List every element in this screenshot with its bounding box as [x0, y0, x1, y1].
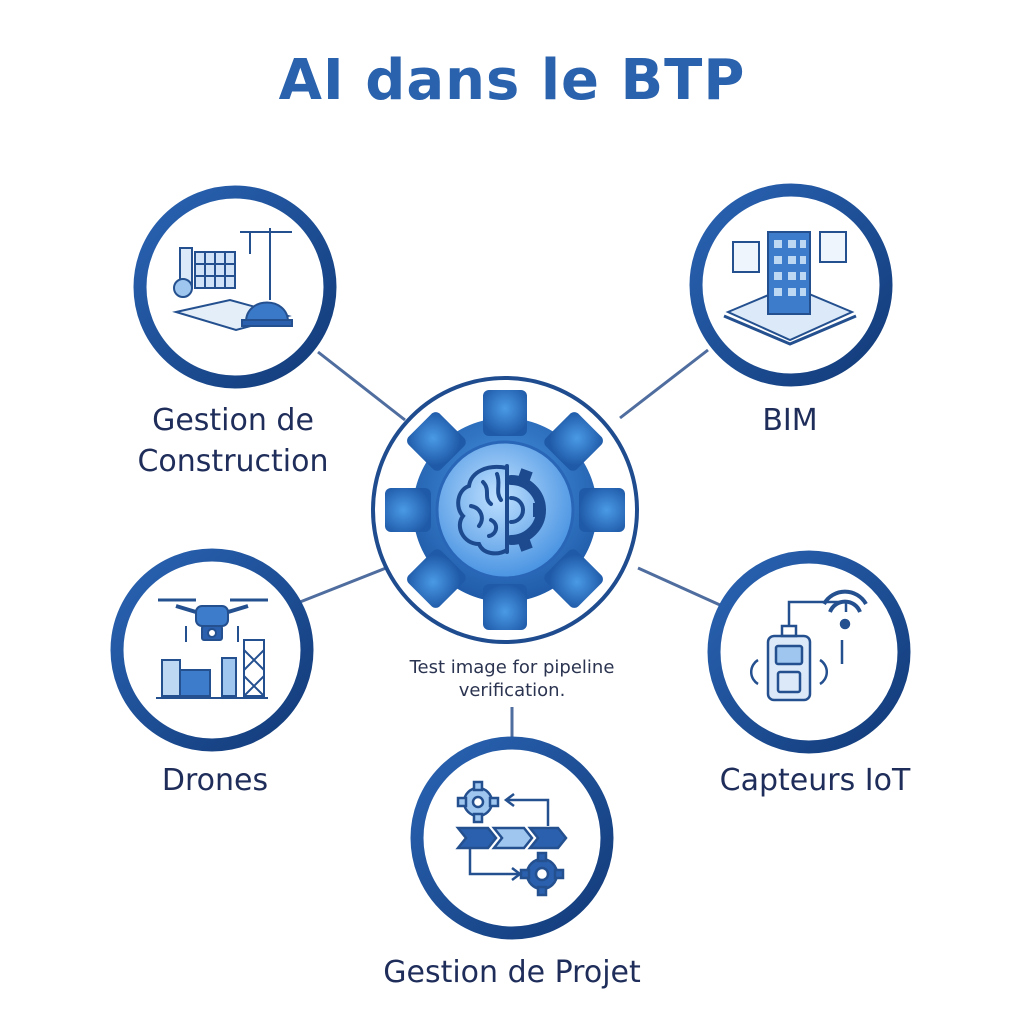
node-iot: [707, 550, 911, 754]
label-line-2: Construction: [137, 444, 329, 479]
node-drones: [110, 548, 314, 752]
project-workflow-icon: [455, 780, 568, 897]
label-drones: Drones: [161, 763, 269, 798]
construction-site-icon: [172, 228, 293, 332]
label-bim: BIM: [762, 403, 818, 438]
brain-gear-icon: [456, 464, 546, 556]
connector-construction: [317, 350, 406, 422]
connector-lines: [299, 348, 721, 740]
label-line-1: Gestion de: [152, 403, 314, 438]
drone-icon: [156, 598, 268, 699]
connector-drones: [299, 566, 387, 604]
center-caption: Test image for pipeline verification.: [409, 657, 615, 701]
node-construction: [133, 185, 337, 389]
label-gestion-projet: Gestion de Projet: [383, 955, 641, 990]
central-hub: [371, 376, 639, 644]
label-capteurs-iot: Capteurs IoT: [719, 763, 911, 798]
central-gear-icon: [385, 390, 625, 630]
label-gestion-construction: Gestion de Construction: [88, 400, 378, 482]
node-bim: [689, 183, 893, 387]
node-projet: [410, 736, 614, 940]
diagram-title: AI dans le BTP: [278, 48, 746, 113]
connector-bim: [619, 348, 709, 420]
connector-iot: [637, 566, 721, 607]
bim-building-tablet-icon: [723, 231, 857, 346]
iot-sensor-icon: [749, 589, 868, 702]
